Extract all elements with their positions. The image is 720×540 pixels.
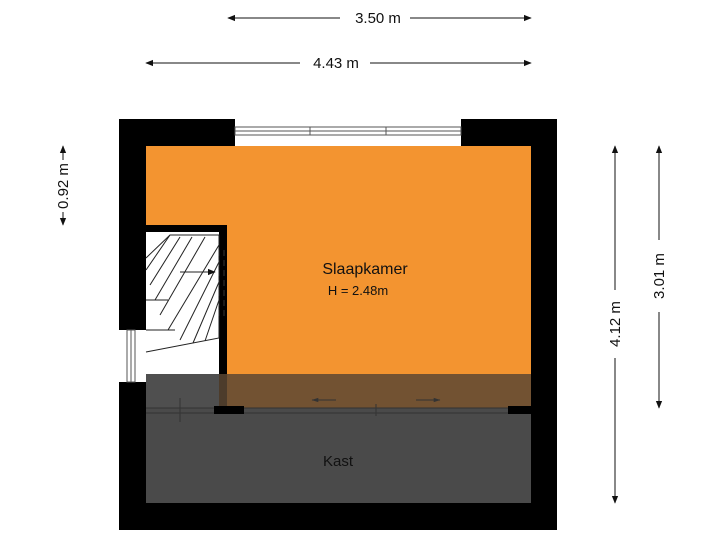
closet-area: [146, 408, 531, 503]
stairs: [145, 234, 225, 353]
partition-wall: [214, 406, 244, 414]
stair-area: [146, 232, 219, 374]
bedroom-area: [146, 146, 531, 408]
dimension-left-label: 0.92 m: [55, 163, 72, 209]
bedroom-height: H = 2.48m: [328, 283, 388, 298]
sliding-doors: [146, 397, 508, 422]
bedroom-name: Slaapkamer: [322, 261, 408, 278]
left-window-frame: [126, 329, 136, 383]
left-window: [119, 330, 146, 382]
dimension-right-partial-label: 3.01 m: [651, 253, 668, 299]
top-window-frame: [234, 126, 462, 136]
dimension-right-total-label: 4.12 m: [607, 301, 624, 347]
dimension-top-inner-label: 3.50 m: [355, 10, 401, 27]
closet-name: Kast: [323, 453, 354, 470]
overlap-band-left: [146, 374, 219, 408]
dimension-top-outer-label: 4.43 m: [313, 55, 359, 72]
partition-wall-right: [508, 406, 531, 414]
top-window: [235, 119, 461, 146]
